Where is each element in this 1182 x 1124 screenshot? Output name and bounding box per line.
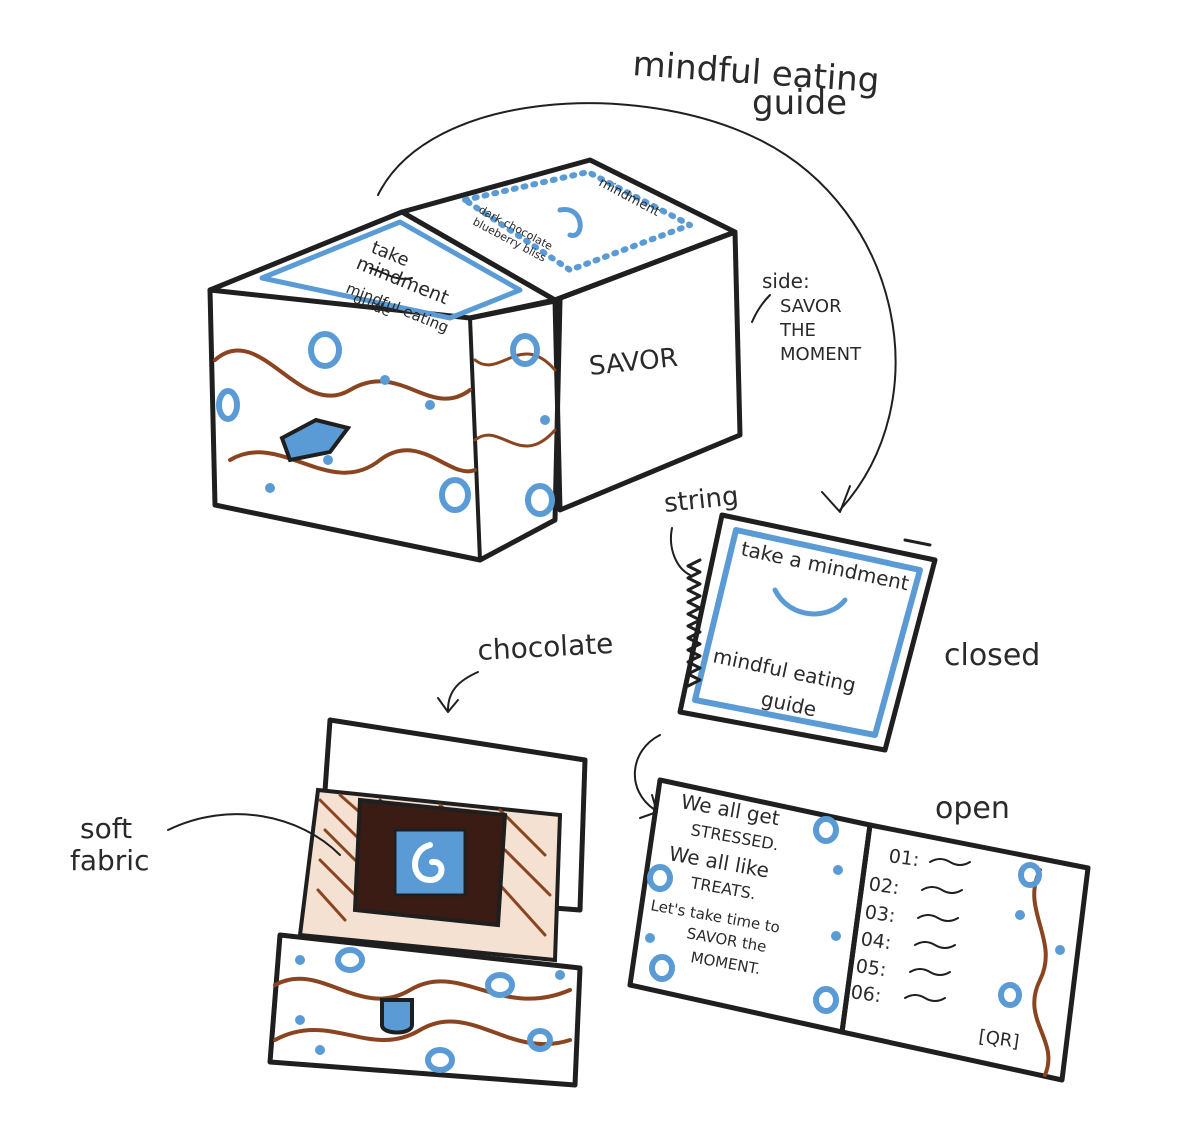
blue-ring-4 bbox=[510, 333, 540, 367]
open-dot-4 bbox=[1015, 910, 1025, 920]
booklet-open-right-page bbox=[839, 822, 1091, 1083]
chocolate-arrowhead bbox=[437, 697, 459, 713]
blue-ring-2 bbox=[439, 477, 471, 513]
open-ring-3 bbox=[649, 954, 675, 982]
front-ring-2 bbox=[485, 972, 515, 998]
blue-dot-5 bbox=[540, 415, 550, 425]
chocolate-swirl bbox=[412, 842, 445, 884]
step-03: 03: bbox=[863, 901, 896, 927]
blue-dot-1 bbox=[380, 375, 390, 385]
open-ring-1 bbox=[813, 816, 839, 844]
choc-box-front bbox=[267, 932, 583, 1088]
closed-label: closed bbox=[944, 638, 1040, 673]
front-brown-wave-2 bbox=[273, 1019, 572, 1047]
step-scribbles bbox=[904, 858, 971, 1002]
side-label: side: bbox=[762, 269, 810, 293]
open-dot-2 bbox=[833, 865, 843, 875]
front-ring-1 bbox=[335, 947, 365, 973]
open-label: open bbox=[935, 791, 1010, 826]
box-drawer-front bbox=[207, 287, 563, 563]
guide-arrowhead bbox=[821, 485, 851, 513]
step-05: 05: bbox=[854, 955, 887, 981]
chocolate-emblem bbox=[393, 828, 467, 897]
booklet-closed-border bbox=[692, 527, 923, 738]
open-booklet-arrow bbox=[633, 734, 661, 811]
lid-right-swirl bbox=[557, 207, 583, 238]
brown-wave-1 bbox=[213, 348, 472, 401]
side-line2: THE bbox=[779, 320, 816, 341]
soft-fabric-arrow bbox=[167, 813, 341, 856]
front-ring-4 bbox=[527, 1028, 553, 1052]
box-side-text: SAVOR bbox=[588, 343, 680, 382]
chocolate-box bbox=[267, 717, 588, 1088]
open-dot-3 bbox=[831, 931, 841, 941]
soft-label-line2: fabric bbox=[70, 844, 149, 877]
qr-label: [QR] bbox=[977, 1026, 1020, 1052]
booklet-string bbox=[686, 558, 702, 688]
box-sleeve bbox=[399, 157, 738, 303]
brown-wave-3 bbox=[473, 352, 557, 372]
open-ring-4 bbox=[813, 986, 839, 1014]
blue-ring-1 bbox=[308, 331, 342, 369]
string-arrow bbox=[670, 527, 691, 576]
booklet-closed: take a mindment mindful eating guide bbox=[677, 512, 938, 753]
step-06: 06: bbox=[849, 981, 882, 1007]
open-dot-5 bbox=[1055, 945, 1065, 955]
side-line3: MOMENT bbox=[780, 344, 862, 365]
front-dot-2 bbox=[295, 1015, 305, 1025]
blue-dot-2 bbox=[425, 400, 435, 410]
front-dot-1 bbox=[295, 955, 305, 965]
blue-ring-5 bbox=[216, 388, 240, 422]
booklet-open: We all get STRESSED. We all like TREATS.… bbox=[627, 777, 1091, 1083]
booklet-closed-line1: take a mindment bbox=[739, 536, 911, 595]
front-brown-wave-1 bbox=[273, 976, 572, 1001]
blue-ring-3 bbox=[525, 483, 555, 517]
booklet-closed-swirl bbox=[772, 587, 848, 617]
lid-left-swirl bbox=[369, 267, 413, 280]
guide-title-line2: guide bbox=[752, 83, 847, 123]
booklet-closed-back bbox=[903, 538, 932, 547]
front-ring-3 bbox=[425, 1047, 455, 1073]
box-top-edge bbox=[207, 209, 558, 321]
side-arrow bbox=[751, 294, 771, 323]
blue-dot-4 bbox=[265, 483, 275, 493]
open-ring-5 bbox=[1018, 862, 1042, 888]
brown-wave-4 bbox=[473, 428, 557, 448]
open-brown-wave bbox=[1032, 868, 1051, 1077]
open-ring-2 bbox=[647, 864, 673, 892]
gift-box: take mindment mindful eating guide mindm… bbox=[207, 157, 743, 563]
booklet-closed-line2: mindful eating bbox=[711, 643, 858, 697]
brown-wave-2 bbox=[228, 448, 477, 475]
step-01: 01: bbox=[887, 845, 920, 871]
lid-label-panel bbox=[259, 219, 523, 321]
step-02: 02: bbox=[867, 873, 900, 899]
choc-box-clasp bbox=[380, 998, 414, 1035]
guide-arrow bbox=[377, 102, 897, 511]
open-dot-1 bbox=[645, 933, 655, 943]
string-label: string bbox=[663, 481, 740, 519]
step-04: 04: bbox=[859, 928, 892, 954]
front-dot-3 bbox=[555, 970, 565, 980]
blue-dot-3 bbox=[323, 455, 333, 465]
open-ring-6 bbox=[998, 982, 1022, 1008]
chocolate-label: chocolate bbox=[477, 627, 614, 667]
front-dot-4 bbox=[315, 1045, 325, 1055]
soft-label-line1: soft bbox=[80, 812, 132, 845]
box-clasp bbox=[279, 417, 352, 463]
side-line1: SAVOR bbox=[780, 296, 842, 317]
sleeve-lid-panel bbox=[462, 169, 693, 273]
chocolate-arrow bbox=[447, 671, 479, 711]
